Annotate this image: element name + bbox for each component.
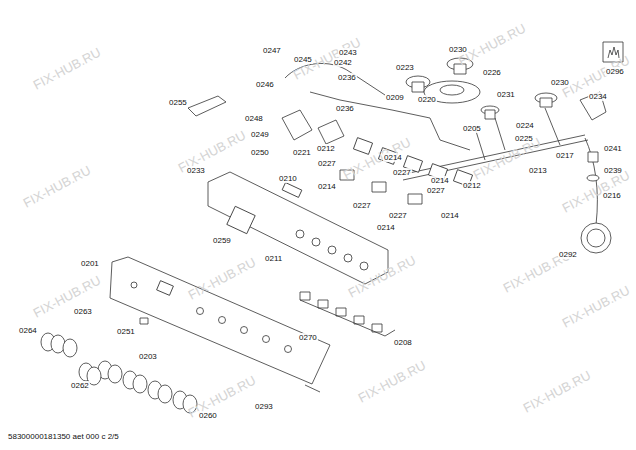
callout-number: 0227: [317, 159, 337, 168]
callout-number: 0208: [393, 338, 413, 347]
callout-number: 0213: [528, 166, 548, 175]
callout-number: 0212: [462, 181, 482, 190]
callout-number: 0249: [250, 130, 270, 139]
callout-number: 0214: [376, 223, 396, 232]
watermark: FIX-HUB.RU: [21, 163, 93, 210]
callout-number: 0263: [73, 307, 93, 316]
callout-number: 0231: [496, 90, 516, 99]
watermark: FIX-HUB.RU: [356, 358, 428, 405]
callout-number: 0236: [335, 104, 355, 113]
callout-number: 0216: [602, 191, 622, 200]
watermark: FIX-HUB.RU: [521, 368, 593, 415]
callout-number: 0246: [255, 80, 275, 89]
callout-number: 0214: [383, 153, 403, 162]
callout-number: 0251: [116, 327, 136, 336]
callout-number: 0211: [264, 254, 283, 263]
callout-number: 0242: [333, 58, 353, 67]
callout-number: 0245: [293, 55, 313, 64]
callout-number: 0250: [250, 148, 270, 157]
callout-number: 0223: [395, 63, 415, 72]
callout-number: 0262: [70, 381, 90, 390]
callout-number: 0227: [392, 168, 412, 177]
callout-number: 0241: [603, 144, 623, 153]
callout-number: 0227: [352, 201, 372, 210]
callout-number: 0203: [138, 352, 158, 361]
callout-number: 0230: [550, 78, 570, 87]
callout-number: 0221: [292, 148, 312, 157]
callout-number: 0205: [462, 124, 482, 133]
callout-number: 0248: [244, 114, 264, 123]
callout-number: 0227: [426, 186, 446, 195]
callout-number: 0260: [198, 411, 218, 420]
callout-number: 0296: [605, 67, 625, 76]
watermark: FIX-HUB.RU: [560, 283, 632, 330]
callout-number: 0233: [186, 166, 206, 175]
callout-number: 0292: [558, 250, 578, 259]
callout-number: 0201: [80, 259, 100, 268]
callout-number: 0259: [212, 236, 232, 245]
watermark: FIX-HUB.RU: [346, 253, 418, 300]
callout-number: 0227: [388, 211, 408, 220]
callout-number: 0210: [278, 174, 298, 183]
callout-number: 0212: [316, 144, 336, 153]
document-number: 58300000181350 aet 000 c 2/5: [8, 432, 119, 441]
watermark: FIX-HUB.RU: [186, 373, 258, 420]
gas-regulator: [581, 223, 611, 253]
callout-number: 0226: [482, 68, 502, 77]
callout-number: 0214: [430, 176, 450, 185]
callout-number: 0270: [298, 333, 318, 342]
callout-number: 0234: [588, 92, 608, 101]
callout-number: 0214: [440, 211, 460, 220]
callout-number: 0293: [254, 402, 274, 411]
watermark: FIX-HUB.RU: [31, 45, 103, 92]
callout-number: 0239: [603, 166, 623, 175]
callout-number: 0264: [18, 326, 38, 335]
callout-number: 0236: [337, 73, 357, 82]
callout-number: 0217: [555, 151, 575, 160]
callout-number: 0214: [317, 182, 337, 191]
callout-number: 0255: [168, 98, 188, 107]
callout-number: 0209: [385, 93, 405, 102]
callout-number: 0224: [515, 121, 535, 130]
callout-number: 0243: [338, 48, 358, 57]
watermark: FIX-HUB.RU: [186, 255, 258, 302]
callout-number: 0225: [514, 134, 534, 143]
callout-number: 0220: [417, 95, 437, 104]
callout-number: 0247: [262, 46, 282, 55]
callout-number: 0230: [448, 45, 468, 54]
